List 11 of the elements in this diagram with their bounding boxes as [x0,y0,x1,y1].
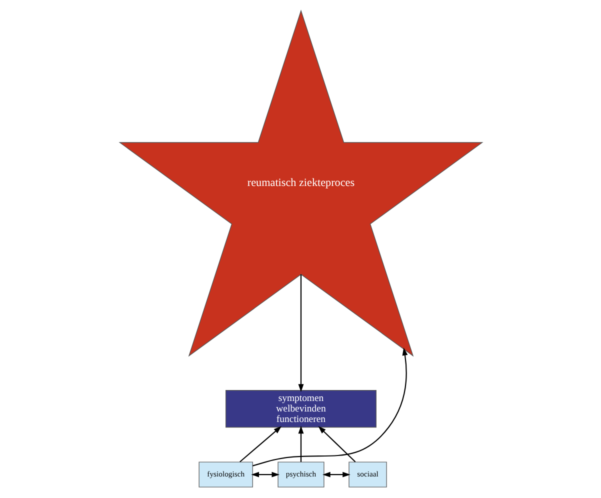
arrow [298,274,304,392]
node-box: sociaal [348,462,386,488]
arrow [250,472,280,478]
arrow [239,426,282,462]
node-box: symptomen welbevinden functioneren [225,390,376,428]
arrow [252,348,408,466]
arrow [318,426,356,462]
node-box: psychisch [277,462,324,488]
arrow [322,472,350,478]
arrow [298,426,304,462]
node-box: fysiologisch [198,462,252,488]
